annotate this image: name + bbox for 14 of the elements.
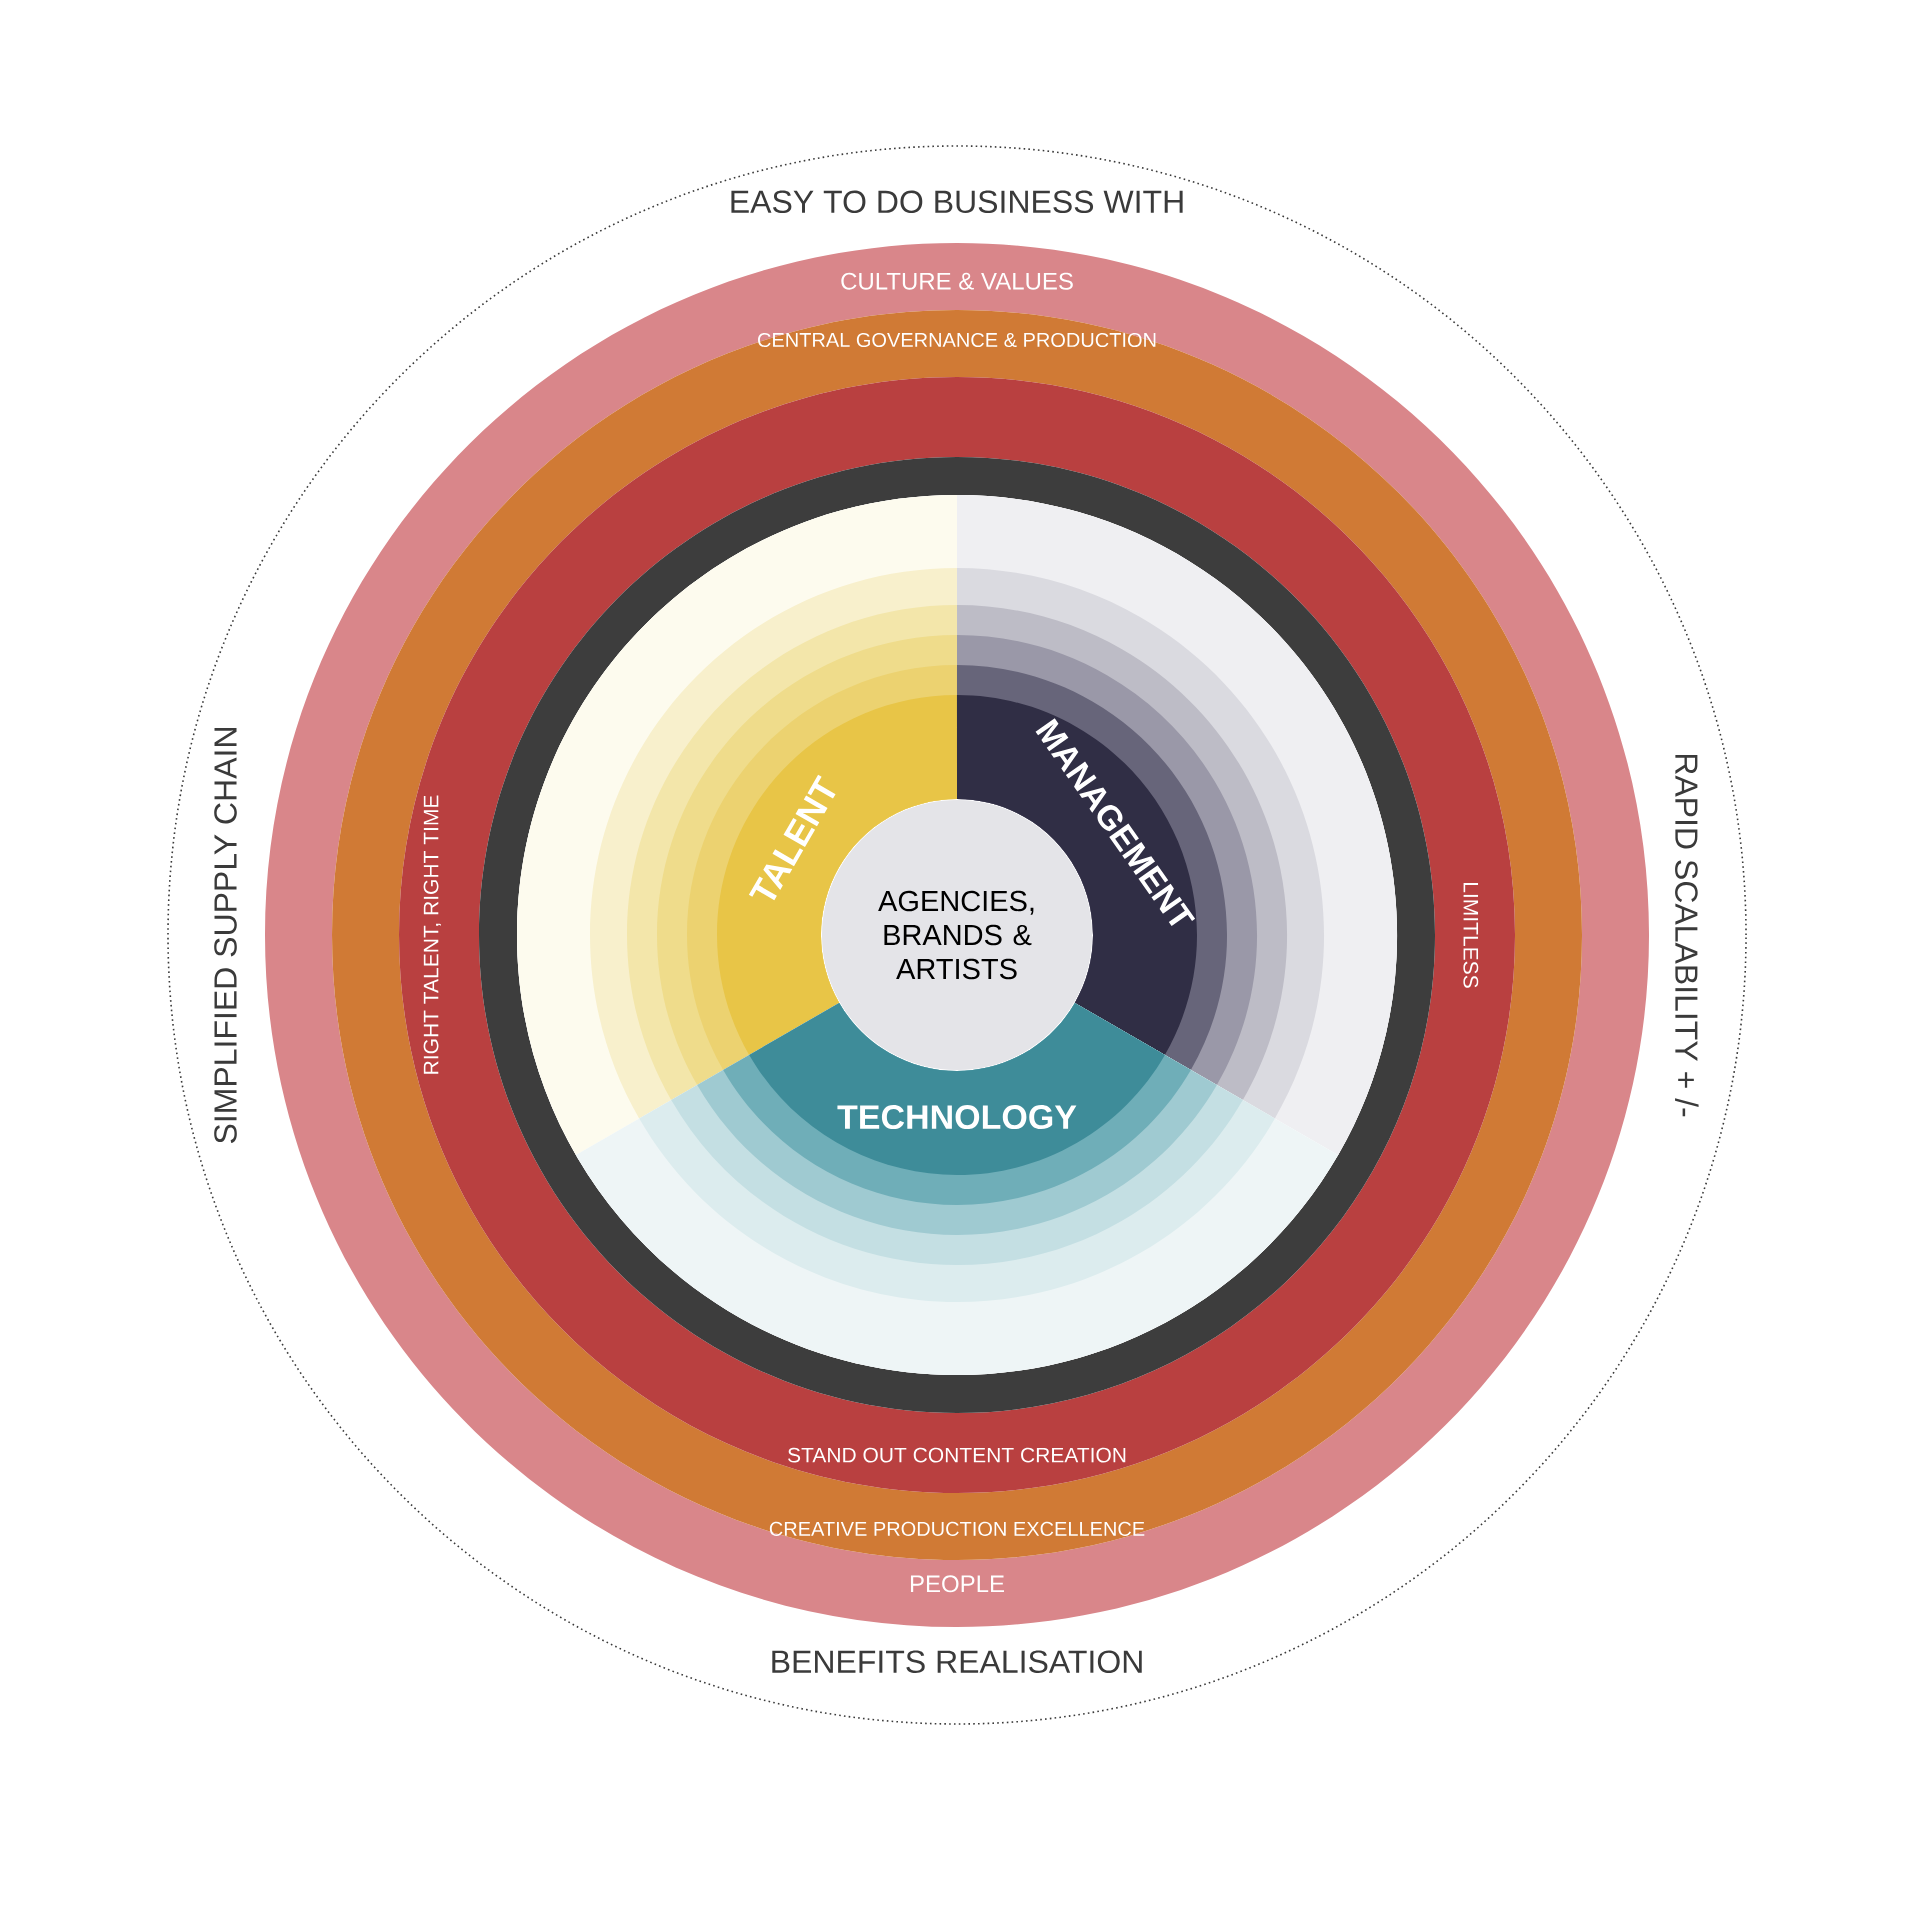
sector <box>575 1003 1338 1376</box>
ring-label: CREATIVE PRODUCTION EXCELLENCE <box>769 1521 1145 1536</box>
sector-label: TECHNOLOGY <box>837 1105 1077 1130</box>
ring-label: CULTURE & VALUES <box>841 272 1073 290</box>
ring-label: LIMITLESS <box>1463 883 1479 988</box>
ring-label: SIMPLIFIED SUPPLY CHAIN <box>214 728 237 1144</box>
ring-label: PEOPLE <box>910 1575 1004 1593</box>
ring-label: CENTRAL GOVERNANCE & PRODUCTION <box>758 332 1156 348</box>
dotted-circle <box>167 145 1747 1725</box>
ring-label: RIGHT TALENT, RIGHT TIME <box>423 795 441 1074</box>
ring-label: STAND OUT CONTENT CREATION <box>788 1447 1126 1463</box>
ring-label: BENEFITS REALISATION <box>772 1650 1142 1674</box>
ring-label: RAPID SCALABILITY + /- <box>1675 754 1699 1117</box>
ring-label: EASY TO DO BUSINESS WITH <box>731 190 1183 214</box>
